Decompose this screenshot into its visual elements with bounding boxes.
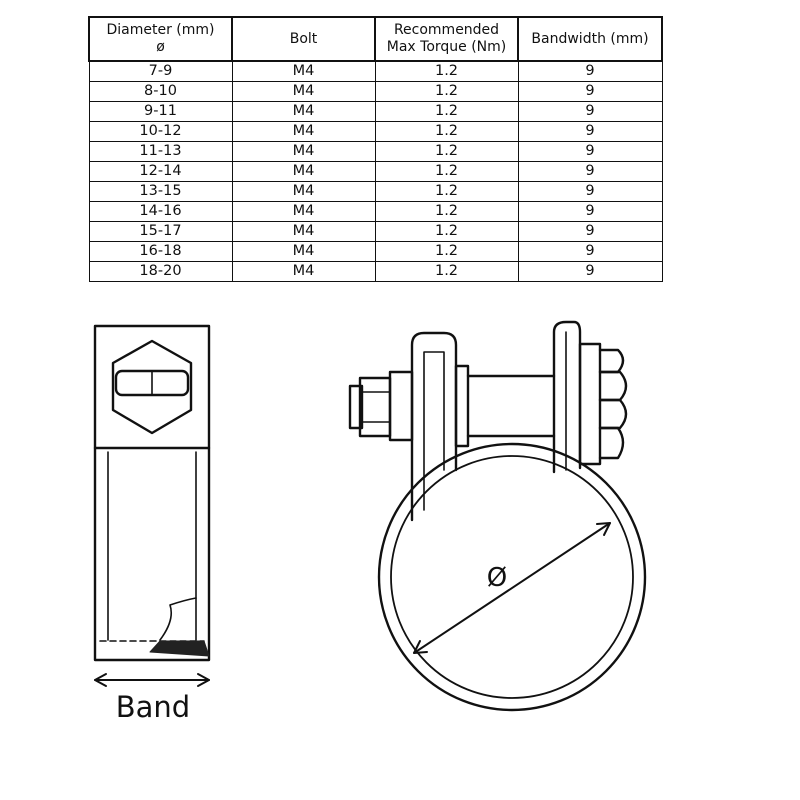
cell-bandwidth: 9 <box>517 60 663 82</box>
cell-torque: 1.2 <box>374 121 519 142</box>
header-bolt-line1: Bolt <box>289 30 318 47</box>
cell-bandwidth: 9 <box>517 221 663 242</box>
cell-bolt: M4 <box>231 60 376 82</box>
left-lug <box>410 331 458 522</box>
cell-bolt: M4 <box>231 141 376 162</box>
cell-bandwidth: 9 <box>517 201 663 222</box>
cell-diameter: 12-14 <box>88 161 233 182</box>
header-bandwidth: Bandwidth (mm) <box>517 16 663 62</box>
cell-diameter: 15-17 <box>88 221 233 242</box>
cell-bolt: M4 <box>231 241 376 262</box>
header-bandwidth-line1: Bandwidth (mm) <box>531 30 649 47</box>
cell-bandwidth: 9 <box>517 81 663 102</box>
cell-bandwidth: 9 <box>517 141 663 162</box>
header-torque-line1: Recommended <box>393 22 500 38</box>
clamp-ring-inner <box>390 455 634 699</box>
cell-torque: 1.2 <box>374 181 519 202</box>
header-torque: Recommended Max Torque (Nm) <box>374 16 519 62</box>
cell-torque: 1.2 <box>374 101 519 122</box>
cell-bandwidth: 9 <box>517 121 663 142</box>
cell-torque: 1.2 <box>374 141 519 162</box>
band-width-arrow <box>94 673 210 687</box>
cell-torque: 1.2 <box>374 201 519 222</box>
cell-diameter: 14-16 <box>88 201 233 222</box>
hex-nut-icon <box>111 339 193 435</box>
band-end-edge <box>159 597 197 641</box>
cell-bolt: M4 <box>231 121 376 142</box>
header-diameter-line1: Diameter (mm) <box>106 22 215 38</box>
cell-bandwidth: 9 <box>517 181 663 202</box>
cell-diameter: 8-10 <box>88 81 233 102</box>
cell-diameter: 13-15 <box>88 181 233 202</box>
cell-diameter: 16-18 <box>88 241 233 262</box>
cell-torque: 1.2 <box>374 81 519 102</box>
spec-table: Diameter (mm) ø Bolt Recommended Max Tor… <box>88 16 663 282</box>
clamp-side-view <box>93 324 211 662</box>
cell-torque: 1.2 <box>374 221 519 242</box>
band-label: Band <box>116 690 190 724</box>
cell-diameter: 9-11 <box>88 101 233 122</box>
cell-bandwidth: 9 <box>517 241 663 262</box>
cell-bolt: M4 <box>231 201 376 222</box>
cell-torque: 1.2 <box>374 261 519 282</box>
cell-bolt: M4 <box>231 261 376 282</box>
clamp-front-view <box>348 320 647 712</box>
table-header-row: Diameter (mm) ø Bolt Recommended Max Tor… <box>88 16 663 62</box>
clamp-ring-outer <box>377 442 647 712</box>
header-diameter: Diameter (mm) ø <box>88 16 233 62</box>
bolt-tail <box>358 376 392 438</box>
cell-bolt: M4 <box>231 101 376 122</box>
right-lug <box>552 320 582 474</box>
header-diameter-line2: ø <box>156 39 165 55</box>
band-end-shade <box>149 640 210 657</box>
bolt-washer-mid <box>454 364 470 448</box>
bolt-tip <box>348 384 364 430</box>
cell-diameter: 11-13 <box>88 141 233 162</box>
bolt-washer-left <box>388 370 414 442</box>
diameter-label: Ø <box>487 563 507 593</box>
cell-torque: 1.2 <box>374 161 519 182</box>
cell-bandwidth: 9 <box>517 101 663 122</box>
cell-bolt: M4 <box>231 221 376 242</box>
cell-bolt: M4 <box>231 161 376 182</box>
cell-bolt: M4 <box>231 81 376 102</box>
diameter-arrow <box>413 522 611 654</box>
cell-diameter: 18-20 <box>88 261 233 282</box>
cell-diameter: 7-9 <box>88 60 233 82</box>
cell-bandwidth: 9 <box>517 161 663 182</box>
side-view-band <box>93 446 211 662</box>
cell-bolt: M4 <box>231 181 376 202</box>
cell-torque: 1.2 <box>374 241 519 262</box>
cell-torque: 1.2 <box>374 60 519 82</box>
cell-bandwidth: 9 <box>517 261 663 282</box>
header-torque-line2: Max Torque (Nm) <box>386 39 507 55</box>
bolt-head-hex-icon <box>598 348 625 374</box>
clamp-drawing: Band Ø <box>93 320 647 724</box>
cell-diameter: 10-12 <box>88 121 233 142</box>
bolt-head-washer <box>578 342 602 466</box>
side-view-head <box>93 324 211 450</box>
header-bolt: Bolt <box>231 16 376 62</box>
